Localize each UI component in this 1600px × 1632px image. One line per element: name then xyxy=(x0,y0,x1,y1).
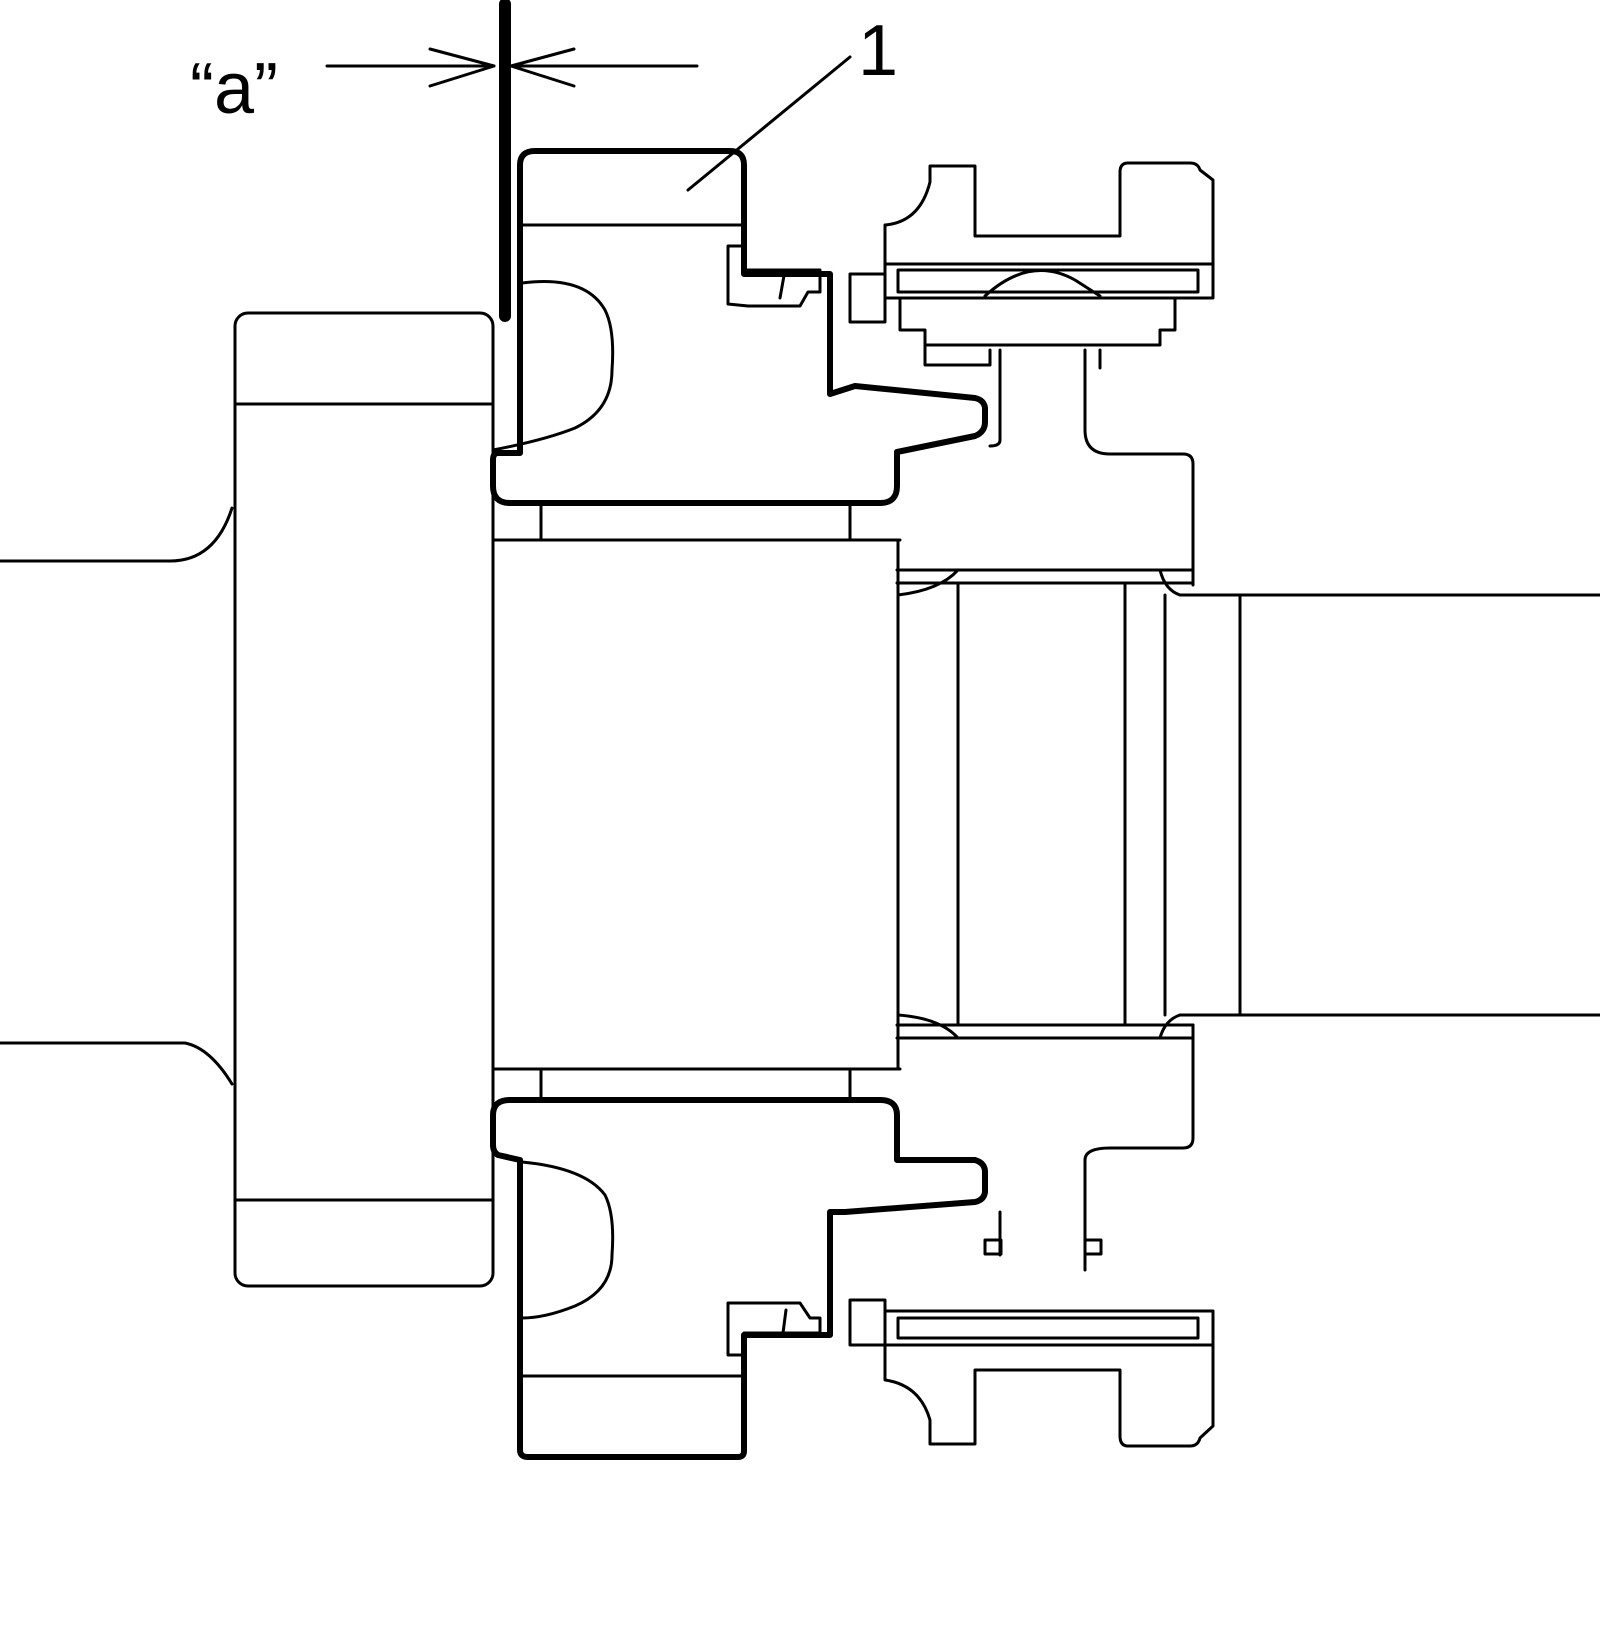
upper-bearing-top-housing xyxy=(883,161,1215,266)
inner-sleeve xyxy=(896,568,1182,1040)
upper-bearing-ball xyxy=(983,269,1102,298)
left-shaft-upper-edge xyxy=(0,506,234,563)
upper-bearing-retainer xyxy=(898,296,1177,347)
sleeve-lower-left-fillet xyxy=(896,1013,960,1040)
callout-1: 1 xyxy=(686,11,898,192)
upper-tab-outline xyxy=(726,244,822,308)
upper-web-left xyxy=(988,348,1002,448)
upper-bearing-assembly xyxy=(848,161,1215,587)
lower-bearing-bottom-housing xyxy=(883,1343,1215,1448)
lower-tab xyxy=(726,1301,822,1357)
sleeve-upper-right-fillet xyxy=(1158,568,1182,597)
lower-bearing-assembly xyxy=(848,1023,1215,1448)
upper-bearing-left-block xyxy=(848,272,887,324)
sleeve-lower-right-fillet xyxy=(1158,1013,1182,1040)
upper-tab-slant xyxy=(778,268,787,300)
dimension-a-label: “a” xyxy=(190,49,278,129)
hub-upper-recess xyxy=(491,280,615,452)
dimension-arrow-left xyxy=(428,47,496,88)
lower-web-small-square xyxy=(983,1238,1003,1256)
lower-bearing-inner-race xyxy=(896,1316,1200,1340)
lower-bearing-left-block xyxy=(848,1298,887,1347)
lower-tab-outline xyxy=(726,1301,822,1357)
hub-upper-outline xyxy=(490,148,988,506)
lower-web-small-square-2 xyxy=(1083,1238,1103,1256)
upper-bearing-web xyxy=(923,343,1102,370)
hub-lower-recess xyxy=(520,1160,615,1320)
upper-web-right xyxy=(1083,348,1195,587)
left-shaft-lower-edge xyxy=(0,1041,234,1086)
sleeve-upper-left-fillet xyxy=(896,568,960,597)
callout-1-label: 1 xyxy=(858,11,898,91)
lower-tab-slant xyxy=(781,1308,788,1335)
right-shaft xyxy=(1178,593,1600,1017)
hub-collar-part-1 xyxy=(490,148,988,1460)
dimension-a: “a” xyxy=(190,0,699,322)
left-shaft xyxy=(0,506,234,1086)
callout-1-leader xyxy=(686,55,852,192)
upper-tab xyxy=(726,244,822,308)
hub-lower-outline xyxy=(490,1097,988,1460)
